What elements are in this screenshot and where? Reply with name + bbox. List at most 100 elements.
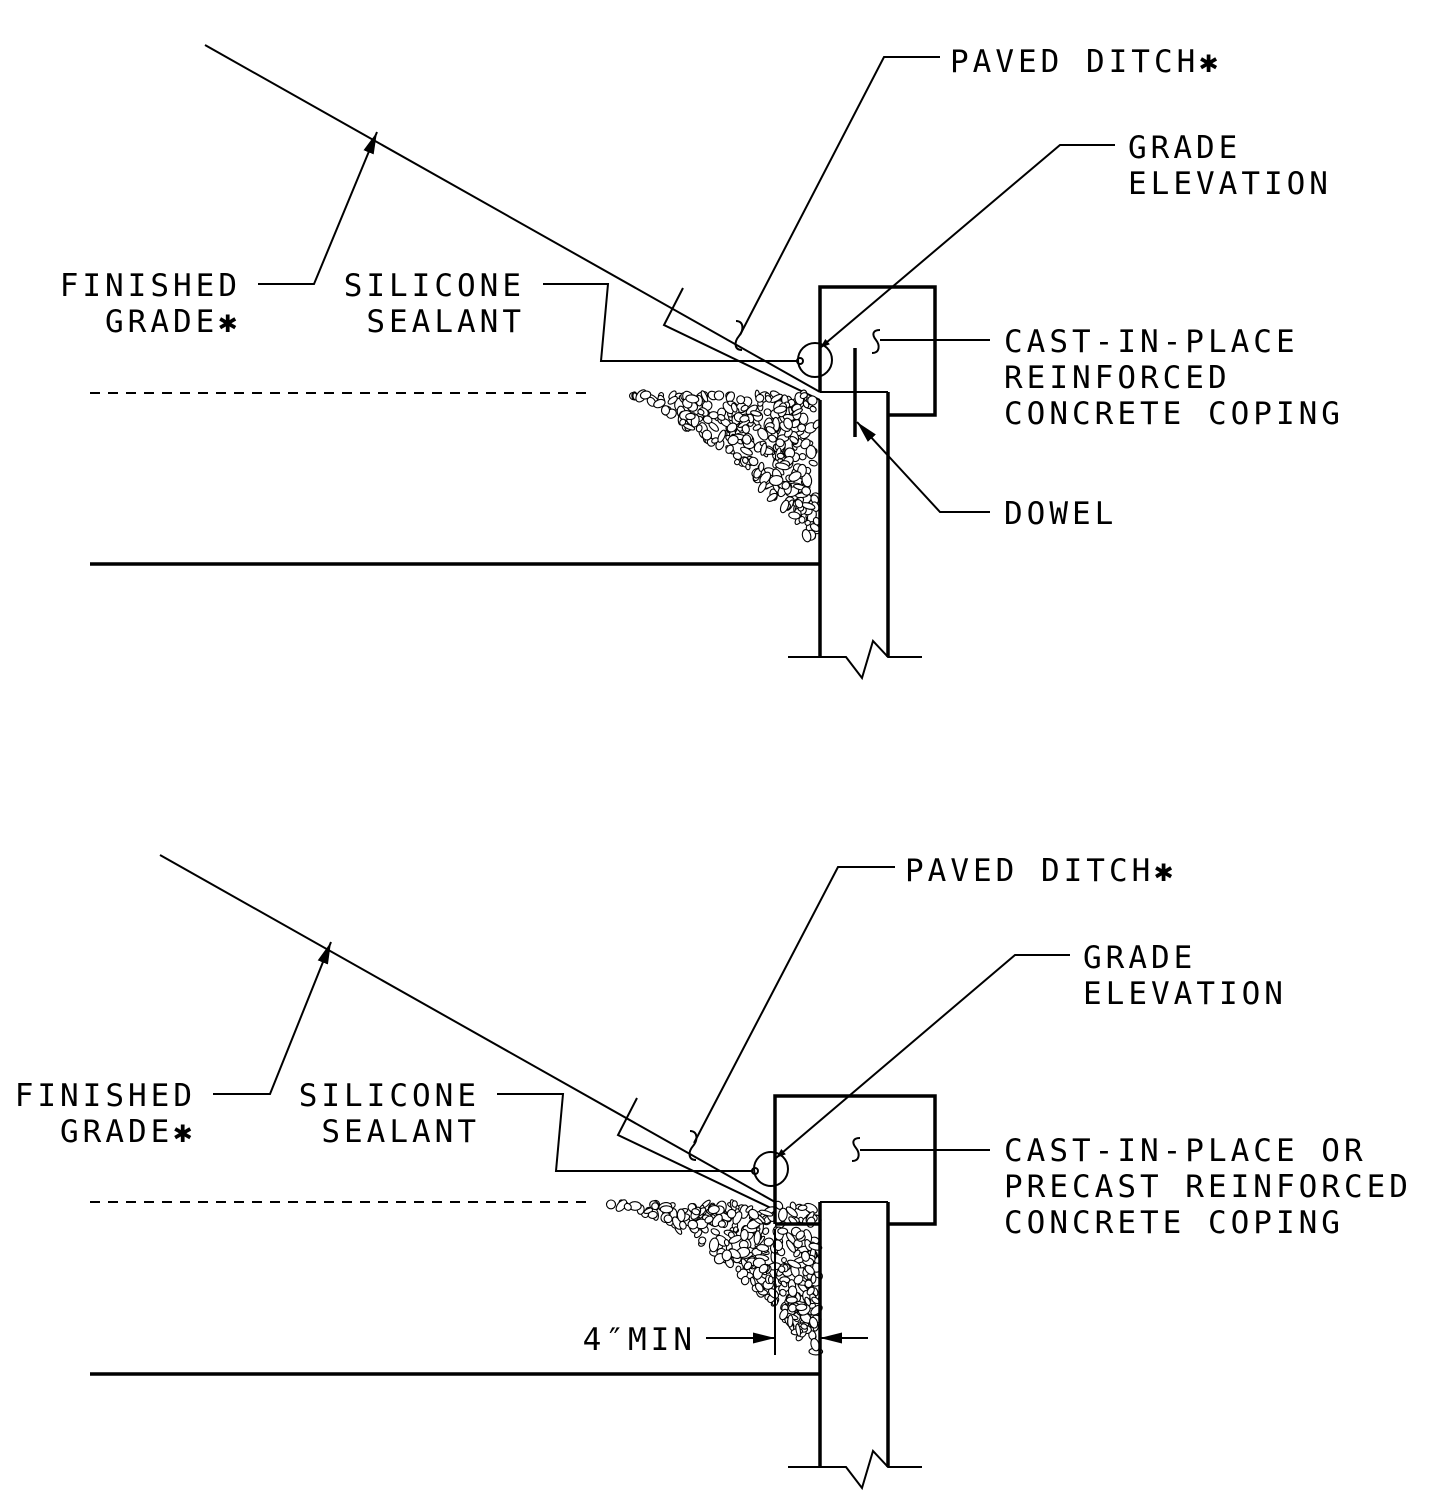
grade-elevation-label-line2: ELEVATION <box>1083 976 1287 1012</box>
gravel-stone <box>795 1230 805 1240</box>
gravel-stone <box>800 1250 811 1262</box>
gravel-stone <box>758 1209 774 1217</box>
gravel-stone <box>739 415 750 423</box>
gravel-stone <box>795 1303 808 1312</box>
finished-grade-line <box>204 44 821 393</box>
silicone-sealant-label-line1: SILICONE <box>299 1078 480 1114</box>
gravel-stone <box>778 1265 786 1273</box>
gravel-stone <box>760 442 768 456</box>
gravel-stone <box>763 408 772 417</box>
finished-grade-label-line2: GRADE✱ <box>60 1114 196 1150</box>
gravel-stone <box>758 1263 769 1274</box>
gravel-stone <box>765 426 776 435</box>
gravel-stone <box>740 1275 750 1286</box>
gravel-stone <box>775 438 785 448</box>
gravel-stone <box>800 438 811 450</box>
break-line <box>788 639 922 681</box>
grade-elevation-label-line1: GRADE <box>1128 130 1241 166</box>
gravel-stone <box>704 1215 714 1224</box>
gravel-stone <box>810 1273 817 1284</box>
gravel-stone <box>779 1288 787 1297</box>
gravel-stone <box>733 458 741 466</box>
gravel-stone <box>730 402 738 413</box>
gravel-stone <box>713 390 725 401</box>
gravel-stone <box>663 1214 673 1224</box>
gravel-stone <box>776 452 785 460</box>
gravel-stone <box>753 1230 761 1245</box>
finished-grade-label-line1: FINISHED <box>15 1078 196 1114</box>
gravel-stone <box>777 1227 789 1235</box>
gravel-stone <box>756 1244 770 1252</box>
gravel-stone <box>707 1205 720 1215</box>
gravel-stone <box>800 1323 808 1330</box>
gravel-stone <box>808 459 818 467</box>
gravel-stone <box>750 410 762 417</box>
gravel-stone <box>787 1285 798 1297</box>
gravel-stone <box>702 415 713 424</box>
gravel-stone <box>799 392 808 400</box>
silicone-sealant-leader <box>543 283 797 362</box>
gravel-stone <box>740 446 753 456</box>
grade-elevation-leader <box>775 954 1070 1159</box>
gravel-stone <box>781 1257 787 1264</box>
gravel-stone <box>717 413 726 421</box>
gravel-stone <box>768 475 784 486</box>
gravel-stone <box>685 394 700 404</box>
gravel-fill <box>629 389 822 543</box>
ditch-section-mark <box>734 320 744 351</box>
gravel-stone <box>807 395 818 406</box>
gravel-stone <box>798 515 806 524</box>
gravel-stone <box>805 444 817 460</box>
coping-label-line1: CAST-IN-PLACE <box>1004 324 1299 360</box>
gravel-stone <box>695 424 703 433</box>
finished-grade-line <box>159 854 776 1203</box>
gravel-stone <box>779 1308 789 1321</box>
grade-elevation-circle <box>753 1151 789 1187</box>
gravel-stone <box>698 1236 707 1245</box>
dimension-label: 4″MIN <box>583 1322 696 1358</box>
gravel-stone <box>795 1323 802 1337</box>
gravel-stone <box>741 424 750 434</box>
finished-grade-label-line2: GRADE✱ <box>105 304 241 340</box>
gravel-stone <box>786 1239 796 1253</box>
gravel-stone <box>676 1208 686 1223</box>
ditch-section-mark <box>688 1130 698 1161</box>
gravel-stone <box>766 492 778 502</box>
gravel-stone <box>764 395 772 403</box>
gravel-stone <box>804 1265 815 1275</box>
gravel-stone <box>735 1265 742 1273</box>
gravel-stone <box>659 1205 674 1214</box>
gravel-stone <box>797 423 807 433</box>
gravel-stone <box>651 1202 660 1211</box>
coping-label-line1: CAST-IN-PLACE OR <box>1004 1133 1367 1169</box>
gravel-stone <box>809 405 817 413</box>
paved-ditch-slab <box>616 1097 776 1211</box>
gravel-stone <box>727 434 739 446</box>
paved-ditch-slab <box>662 287 821 401</box>
gravel-stone <box>736 395 746 405</box>
gravel-stone <box>781 481 791 490</box>
gravel-stone <box>804 519 811 526</box>
gravel-stone <box>773 405 787 414</box>
coping <box>773 1094 937 1226</box>
gravel-stone <box>721 1249 732 1262</box>
gravel-stone <box>731 1200 738 1208</box>
gravel-stone <box>793 1274 804 1285</box>
gravel-stone <box>697 408 705 416</box>
paved-ditch-label: PAVED DITCH✱ <box>905 853 1177 889</box>
sealant-dot <box>796 357 804 365</box>
gravel-stone <box>748 456 759 467</box>
gravel-stone <box>743 1261 753 1271</box>
gravel-stone <box>788 471 802 482</box>
gravel-stone <box>708 1237 720 1253</box>
gravel-stone <box>726 1208 737 1219</box>
gravel-stone <box>801 486 812 496</box>
silicone-sealant-label-line2: SEALANT <box>366 304 525 340</box>
detail-bottom: PAVED DITCH✱ GRADE ELEVATION FINISHED GR… <box>15 853 1408 1491</box>
gravel-stone <box>775 462 790 471</box>
gravel-stone <box>726 422 738 433</box>
gravel-stone <box>639 390 652 400</box>
gravel-stone <box>783 417 794 430</box>
gravel-stone <box>787 1314 794 1328</box>
